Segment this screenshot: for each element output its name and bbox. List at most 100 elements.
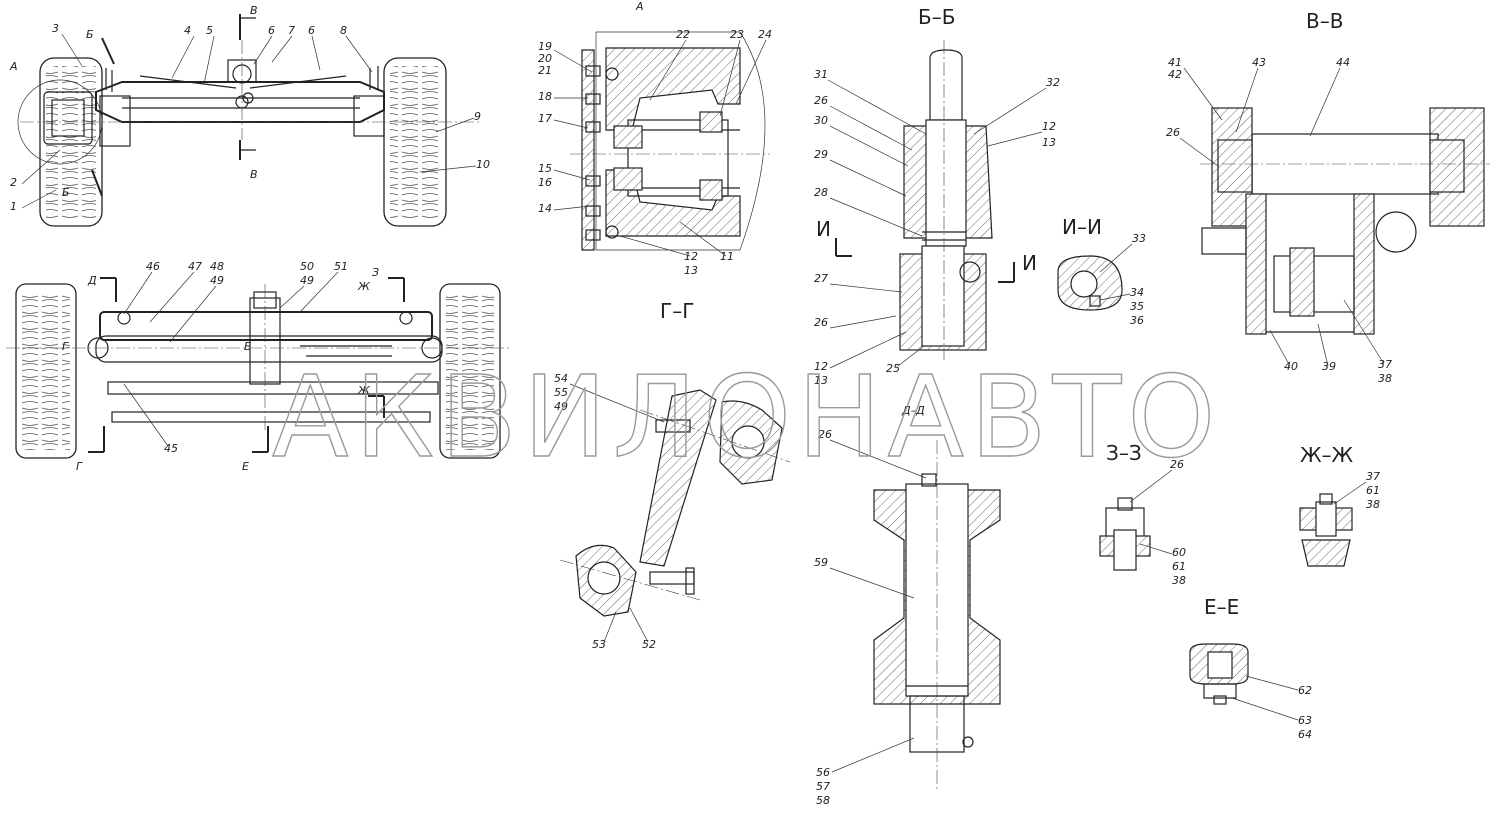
steering-plan-labels: Д З Ж Ж Г Г Е Е 46 47 48 49 50 49 51 45 (62, 260, 379, 473)
callout: 10 (476, 158, 490, 171)
callout: 12 (814, 360, 828, 373)
callout: 27 (814, 272, 828, 285)
callout: 16 (538, 176, 552, 189)
callout: 58 (816, 794, 830, 807)
callout: 62 (1298, 684, 1312, 697)
callout: 59 (814, 556, 828, 569)
callout: 12 (1042, 120, 1056, 133)
section-bb (835, 40, 1015, 360)
callout: 41 (1168, 56, 1182, 69)
section-mark-v-top: В (250, 4, 258, 17)
callout: 26 (818, 428, 832, 441)
callout: 12 (684, 250, 698, 263)
section-gg (559, 389, 791, 617)
callout: 49 (554, 400, 568, 413)
section-mark-i1: И (816, 217, 831, 241)
callout: 32 (1046, 76, 1060, 89)
callout: 38 (1366, 498, 1380, 511)
callout: 38 (1378, 372, 1392, 385)
callout: 17 (538, 112, 552, 125)
section-mark-e2: Е (242, 460, 249, 473)
callout: 53 (592, 638, 606, 651)
callout: 15 (538, 162, 552, 175)
callout: 7 (288, 24, 295, 37)
callout: 48 (210, 260, 224, 273)
callout: 50 (300, 260, 314, 273)
section-mark-v-bot: В (250, 168, 258, 181)
callout: 61 (1366, 484, 1380, 497)
callout: 64 (1298, 728, 1312, 741)
section-bb-labels: Б–Б 31 32 26 30 29 12 13 28 27 26 12 13 … (814, 5, 1060, 387)
callout: 11 (720, 250, 734, 263)
section-zz-labels: З–З 26 60 61 38 (1106, 441, 1186, 587)
callout: 37 (1366, 470, 1380, 483)
callout: 51 (334, 260, 348, 273)
callout: 4 (184, 24, 191, 37)
callout: 23 (730, 28, 744, 41)
callout: 6 (308, 24, 315, 37)
callout: 54 (554, 372, 568, 385)
callout: 34 (1130, 286, 1144, 299)
front-axle-view (17, 14, 480, 227)
view-title-a: А (635, 0, 644, 13)
callout: 38 (1172, 574, 1186, 587)
callout: 13 (684, 264, 698, 277)
callout: 13 (1042, 136, 1056, 149)
section-ii (1057, 255, 1123, 311)
callout: 43 (1252, 56, 1266, 69)
section-mark-a: А (9, 60, 18, 73)
section-mark-i2: И (1022, 251, 1037, 275)
callout: 31 (814, 68, 828, 81)
section-zhzh-labels: Ж–Ж 37 61 38 (1300, 443, 1380, 511)
section-ee-labels: Е–Е 62 63 64 (1204, 595, 1312, 741)
section-mark-zh1: Ж (357, 280, 371, 293)
callout: 56 (816, 766, 830, 779)
callout: 33 (1132, 232, 1146, 245)
section-mark-g1: Г (62, 340, 69, 353)
callout: 40 (1284, 360, 1298, 373)
callout: 14 (538, 202, 552, 215)
callout: 36 (1130, 314, 1144, 327)
callout: 57 (816, 780, 830, 793)
view-title-bb: Б–Б (918, 5, 955, 29)
section-mark-z: З (372, 266, 379, 279)
callout: 1 (10, 200, 17, 213)
callout: 13 (814, 374, 828, 387)
callout: 26 (814, 94, 828, 107)
section-mark-b: Б (86, 28, 94, 41)
view-title-zhzh: Ж–Ж (1300, 443, 1354, 467)
view-title-vv: В–В (1306, 9, 1343, 33)
section-ee (1189, 643, 1249, 705)
section-mark-g2: Г (76, 460, 83, 473)
callout: 63 (1298, 714, 1312, 727)
callout: 49 (300, 274, 314, 287)
section-ii-labels: И–И 33 34 35 36 (1062, 215, 1146, 327)
callout: 46 (146, 260, 160, 273)
section-dd-labels: Д–Д 26 59 56 57 58 (814, 404, 927, 807)
callout: 21 (538, 64, 552, 77)
view-title-ii: И–И (1062, 215, 1102, 239)
view-title-ee: Е–Е (1204, 595, 1239, 619)
callout: 35 (1130, 300, 1144, 313)
callout: 6 (268, 24, 275, 37)
detail-a-labels: А 19 20 21 22 23 24 18 17 15 16 14 12 13… (538, 0, 772, 277)
callout: 8 (340, 24, 347, 37)
section-zhzh (1299, 493, 1353, 567)
callout: 52 (642, 638, 656, 651)
callout: 61 (1172, 560, 1186, 573)
front-axle-labels: В В Б А Б 3 4 5 6 7 6 8 9 10 2 1 (9, 4, 490, 213)
callout: 37 (1378, 358, 1392, 371)
callout: 42 (1168, 68, 1182, 81)
steering-plan-view (6, 277, 510, 459)
section-mark-zh2: Ж (357, 384, 371, 397)
callout: 49 (210, 274, 224, 287)
view-title-gg: Г–Г (660, 299, 694, 323)
callout: 2 (10, 176, 17, 189)
callout: 26 (1166, 126, 1180, 139)
callout: 20 (538, 52, 552, 65)
callout: 44 (1336, 56, 1350, 69)
callout: 22 (676, 28, 690, 41)
callout: 60 (1172, 546, 1186, 559)
callout: 19 (538, 40, 552, 53)
